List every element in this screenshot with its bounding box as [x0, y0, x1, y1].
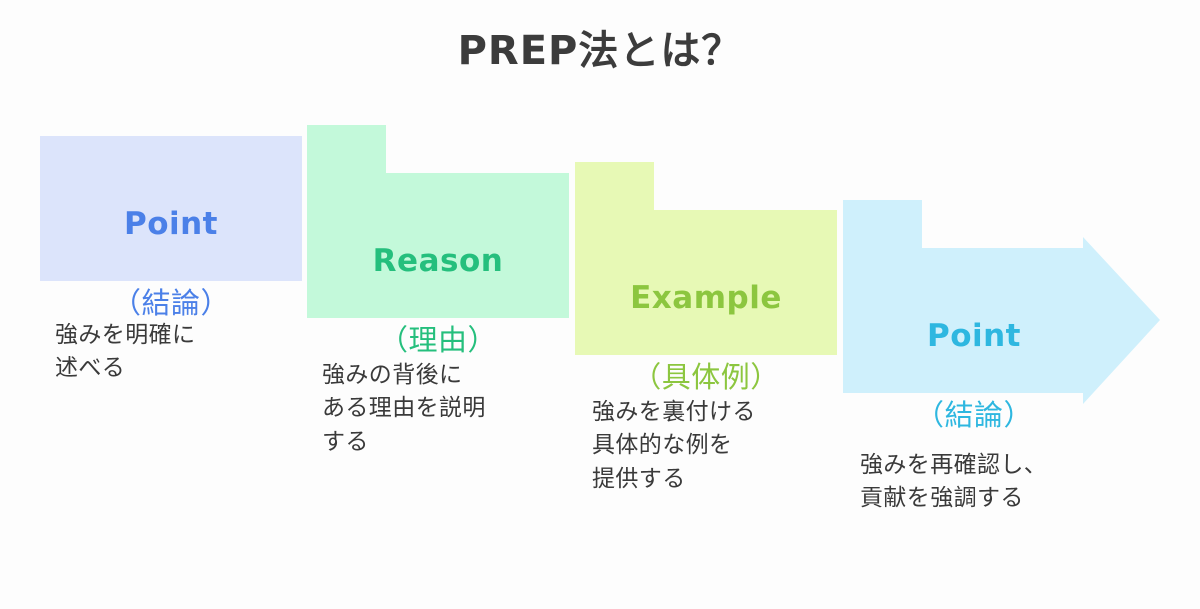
step-shape-point-1 [40, 136, 302, 281]
page-title: PREP法とは？ [457, 28, 743, 74]
step-heading-point-1: Point （結論） [40, 164, 302, 363]
step-heading-point-2: Point （結論） [843, 276, 1105, 475]
step-heading-example: Example （具体例） [575, 238, 837, 437]
step-shape-reason [307, 173, 569, 318]
step-shape-reason-tab [307, 125, 386, 173]
step-caption-example: 強みを裏付ける 具体的な例を 提供する [592, 398, 756, 491]
step-heading-jp: （理由） [378, 322, 497, 357]
step-heading-en: Point [926, 318, 1022, 355]
step-heading-jp: （結論） [111, 285, 230, 320]
step-shape-point-2-arrow [843, 237, 1160, 404]
step-shape-point-2-tab [843, 200, 922, 248]
step-shape-example [575, 210, 837, 355]
step-heading-en: Example [630, 280, 782, 317]
step-heading-jp: （結論） [914, 397, 1033, 432]
step-caption-reason: 強みの背後に ある理由を説明 する [322, 361, 486, 454]
step-shape-example-tab [575, 162, 654, 210]
step-caption-point-1: 強みを明確に 述べる [55, 321, 196, 381]
step-heading-jp: （具体例） [632, 359, 780, 394]
step-heading-reason: Reason （理由） [307, 201, 569, 400]
step-heading-en: Reason [372, 243, 504, 280]
step-heading-en: Point [123, 206, 219, 243]
step-caption-point-2: 強みを再確認し、 貢献を強調する [860, 451, 1048, 511]
